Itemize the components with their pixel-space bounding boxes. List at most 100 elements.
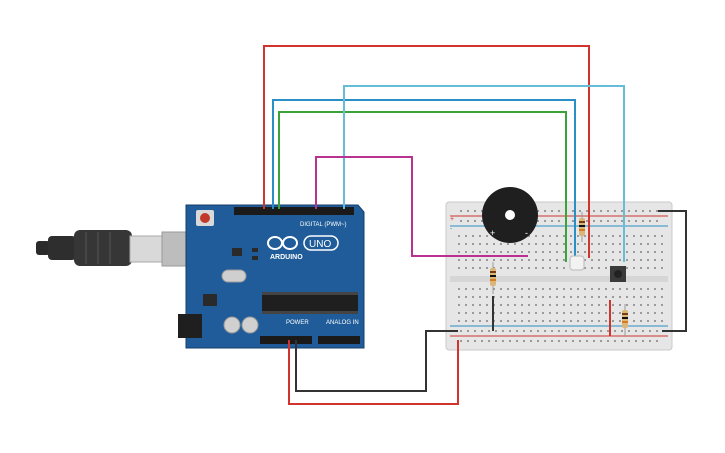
breadboard-hole — [542, 296, 544, 298]
led-icon — [569, 255, 585, 271]
breadboard-hole — [626, 296, 628, 298]
breadboard-hole — [577, 235, 579, 237]
breadboard-hole — [514, 243, 516, 245]
breadboard-hole — [486, 304, 488, 306]
breadboard-hole — [556, 267, 558, 269]
breadboard-hole — [542, 288, 544, 290]
breadboard-hole — [633, 251, 635, 253]
breadboard-hole — [523, 330, 525, 332]
breadboard-hole — [621, 210, 623, 212]
breadboard-hole — [563, 251, 565, 253]
breadboard-hole — [570, 312, 572, 314]
breadboard-hole — [549, 259, 551, 261]
breadboard-hole — [584, 243, 586, 245]
capacitor — [223, 316, 241, 334]
breadboard-hole — [607, 330, 609, 332]
breadboard-hole — [556, 304, 558, 306]
breadboard-hole — [654, 243, 656, 245]
breadboard-hole — [535, 288, 537, 290]
breadboard-hole — [628, 220, 630, 222]
breadboard-hole — [661, 304, 663, 306]
breadboard-hole — [472, 235, 474, 237]
breadboard-hole — [598, 312, 600, 314]
breadboard-hole — [528, 259, 530, 261]
breadboard-hole — [570, 304, 572, 306]
breadboard-hole — [563, 288, 565, 290]
breadboard-hole — [514, 312, 516, 314]
breadboard-hole — [528, 251, 530, 253]
breadboard-hole — [593, 330, 595, 332]
breadboard-hole — [528, 296, 530, 298]
wire-blue — [272, 99, 576, 262]
breadboard-hole — [507, 320, 509, 322]
breadboard-hole — [577, 251, 579, 253]
breadboard-hole — [460, 220, 462, 222]
breadboard-hole — [528, 243, 530, 245]
breadboard-hole — [507, 251, 509, 253]
breadboard-hole — [647, 320, 649, 322]
breadboard-hole — [656, 330, 658, 332]
breadboard-hole — [593, 340, 595, 342]
pushbutton-icon[interactable] — [610, 266, 626, 282]
breadboard-hole — [570, 235, 572, 237]
breadboard-hole — [647, 259, 649, 261]
breadboard-hole — [500, 304, 502, 306]
breadboard-hole — [654, 320, 656, 322]
breadboard-hole — [500, 251, 502, 253]
breadboard-hole — [472, 288, 474, 290]
breadboard-hole — [605, 251, 607, 253]
breadboard-hole — [521, 259, 523, 261]
breadboard-hole — [635, 340, 637, 342]
breadboard-hole — [549, 235, 551, 237]
breadboard-hole — [549, 243, 551, 245]
breadboard-hole — [647, 288, 649, 290]
breadboard-hole — [563, 304, 565, 306]
breadboard-hole — [493, 243, 495, 245]
breadboard-hole — [584, 259, 586, 261]
breadboard-hole — [509, 340, 511, 342]
breadboard-hole — [556, 312, 558, 314]
rail-plus-label: + — [450, 216, 454, 223]
breadboard-hole — [605, 288, 607, 290]
board-brand-label: ARDUINO — [270, 254, 303, 261]
breadboard-hole — [633, 259, 635, 261]
breadboard-hole — [605, 296, 607, 298]
breadboard-hole — [479, 243, 481, 245]
breadboard-hole — [465, 251, 467, 253]
breadboard-hole — [467, 210, 469, 212]
breadboard-hole — [600, 210, 602, 212]
breadboard-hole — [556, 288, 558, 290]
breadboard-hole — [640, 259, 642, 261]
breadboard-hole — [486, 296, 488, 298]
breadboard-hole — [586, 330, 588, 332]
breadboard-hole — [479, 288, 481, 290]
breadboard-hole — [479, 304, 481, 306]
breadboard-hole — [500, 267, 502, 269]
breadboard-hole — [612, 259, 614, 261]
breadboard-hole — [647, 235, 649, 237]
breadboard-hole — [591, 320, 593, 322]
breadboard-hole — [570, 251, 572, 253]
breadboard-hole — [556, 259, 558, 261]
breadboard-hole — [500, 243, 502, 245]
breadboard-hole — [633, 235, 635, 237]
breadboard-hole — [591, 288, 593, 290]
breadboard-hole — [619, 296, 621, 298]
breadboard-hole — [584, 251, 586, 253]
breadboard-hole — [626, 251, 628, 253]
breadboard-hole — [507, 259, 509, 261]
breadboard-hole — [642, 330, 644, 332]
breadboard-hole — [635, 220, 637, 222]
resistor-icon — [579, 212, 585, 242]
breadboard-hole — [472, 296, 474, 298]
breadboard-hole — [605, 259, 607, 261]
breadboard-hole — [647, 304, 649, 306]
breadboard-hole — [542, 312, 544, 314]
breadboard-hole — [626, 304, 628, 306]
breadboard-hole — [577, 312, 579, 314]
breadboard-hole — [556, 251, 558, 253]
capacitor — [241, 316, 259, 334]
breadboard-hole — [593, 210, 595, 212]
breadboard-hole — [556, 243, 558, 245]
breadboard-hole — [570, 288, 572, 290]
